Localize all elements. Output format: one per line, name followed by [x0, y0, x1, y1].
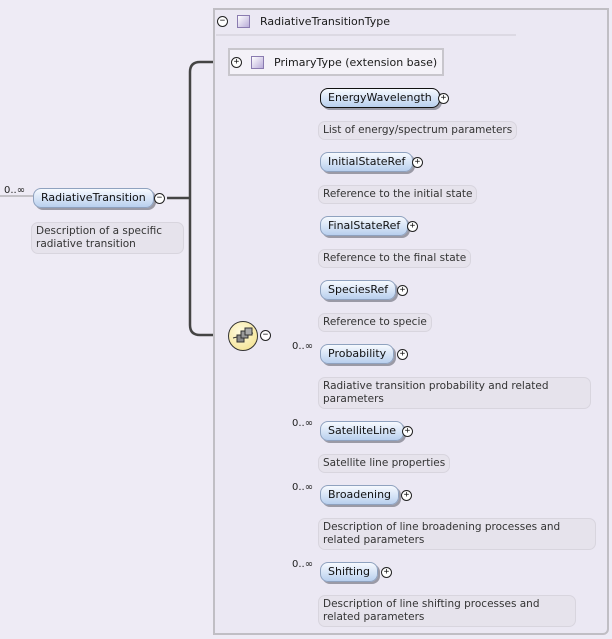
root-cardinality: 0..∞	[4, 185, 26, 196]
collapse-icon[interactable]: −	[154, 193, 165, 204]
expand-icon[interactable]: +	[231, 57, 242, 68]
element-doc: Reference to the final state	[318, 249, 472, 268]
element-doc: Description of line broadening processes…	[318, 518, 596, 550]
expand-icon[interactable]: +	[397, 349, 408, 360]
element-shifting[interactable]: Shifting	[320, 562, 379, 582]
element-doc: Radiative transition probability and rel…	[318, 377, 591, 409]
element-doc: Reference to specie	[318, 313, 432, 332]
element-probability[interactable]: Probability	[320, 344, 395, 364]
element-doc: Reference to the initial state	[318, 185, 478, 204]
element-doc: Satellite line properties	[318, 454, 451, 473]
extension-base-label: PrimaryType (extension base)	[274, 56, 438, 69]
cardinality-label: 0..∞	[292, 418, 314, 429]
collapse-icon[interactable]: −	[260, 330, 271, 341]
element-energywavelength[interactable]: EnergyWavelength	[320, 88, 440, 108]
expand-icon[interactable]: +	[401, 490, 412, 501]
type-branch-connector	[188, 60, 231, 337]
sequence-icon[interactable]	[228, 321, 258, 351]
root-element-radiativetransition[interactable]: RadiativeTransition	[33, 188, 154, 208]
complex-type-icon	[251, 56, 264, 69]
element-initialstateref[interactable]: InitialStateRef	[320, 152, 414, 172]
cardinality-label: 0..∞	[292, 341, 314, 352]
expand-icon[interactable]: +	[402, 426, 413, 437]
cardinality-label: 0..∞	[292, 482, 314, 493]
cardinality-label: 0..∞	[292, 559, 314, 570]
element-doc: List of energy/spectrum parameters	[318, 121, 518, 140]
element-doc: Description of line shifting processes a…	[318, 595, 576, 627]
element-satelliteline[interactable]: SatelliteLine	[320, 421, 404, 441]
type-title: RadiativeTransitionType	[260, 15, 391, 28]
expand-icon[interactable]: +	[438, 93, 449, 104]
element-broadening[interactable]: Broadening	[320, 485, 400, 505]
expand-icon[interactable]: +	[381, 567, 392, 578]
element-finalstateref[interactable]: FinalStateRef	[320, 216, 409, 236]
extension-base-box[interactable]	[228, 48, 444, 76]
type-header	[216, 10, 516, 36]
expand-icon[interactable]: +	[397, 285, 408, 296]
collapse-icon[interactable]: −	[217, 16, 228, 27]
element-speciesref[interactable]: SpeciesRef	[320, 280, 397, 300]
expand-icon[interactable]: +	[407, 221, 418, 232]
complex-type-icon	[237, 15, 250, 28]
root-doc: Description of a specific radiative tran…	[31, 222, 184, 254]
expand-icon[interactable]: +	[412, 157, 423, 168]
